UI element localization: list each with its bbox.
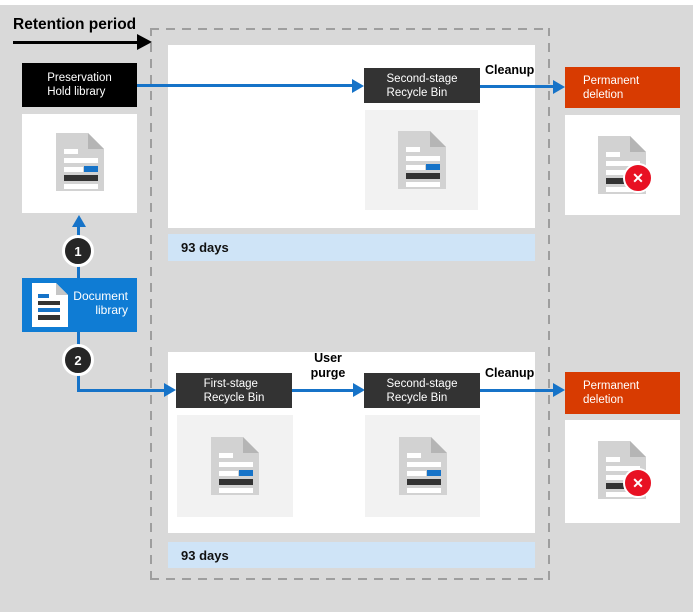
document-icon — [399, 437, 447, 495]
retention-period-arrow — [13, 41, 139, 44]
page-fold-icon — [88, 133, 104, 149]
step-1-badge: 1 — [62, 235, 94, 267]
page-fold-icon — [56, 283, 68, 295]
permanent-deletion-top-line2: deletion — [583, 88, 624, 101]
second-stage-top-line1: Second-stage — [386, 72, 458, 85]
document-icon — [56, 133, 104, 191]
first-stage-line1: First-stage — [203, 377, 258, 390]
document-icon — [398, 131, 446, 189]
deleted-document-card-top: ✕ — [565, 115, 680, 215]
second-stage-document-card-top — [365, 110, 478, 210]
top-margin-strip — [0, 0, 693, 5]
permanent-deletion-bottom-line2: deletion — [583, 394, 624, 406]
document-library-label-line2: library — [95, 303, 128, 317]
cleanup-line-top — [480, 85, 553, 88]
preservation-to-recycle-line — [137, 84, 352, 87]
page-fold-icon — [431, 437, 447, 453]
cleanup-arrow-head-top-icon — [553, 80, 565, 94]
retention-border-right — [548, 28, 550, 580]
second-stage-top-line2: Recycle Bin — [386, 86, 448, 99]
page-fold-icon — [430, 131, 446, 147]
top-duration-bar: 93 days — [168, 234, 535, 261]
preservation-document-card — [22, 114, 137, 213]
delete-x-icon: ✕ — [623, 468, 653, 498]
deleted-document-icon: ✕ — [598, 441, 653, 499]
second-stage-recycle-bin-box-top: Second-stage Recycle Bin — [364, 68, 480, 103]
top-duration-label: 93 days — [181, 240, 229, 255]
cleanup-label-bottom: Cleanup — [485, 366, 535, 380]
upload-arrow-head-icon — [72, 215, 86, 227]
step-2-badge: 2 — [62, 344, 94, 376]
permanent-deletion-box-top: Permanent deletion — [565, 67, 680, 108]
deleted-document-card-bottom: ✕ — [565, 420, 680, 523]
preservation-to-recycle-arrow-head-icon — [352, 79, 364, 93]
second-stage-bottom-line2: Recycle Bin — [386, 391, 448, 404]
bottom-duration-bar: 93 days — [168, 542, 535, 568]
document-library-icon — [32, 283, 68, 327]
retention-border-bottom — [150, 578, 550, 580]
delete-x-icon: ✕ — [623, 163, 653, 193]
retention-border-top — [150, 28, 550, 30]
step-2-number: 2 — [74, 352, 82, 368]
retention-period-label: Retention period — [13, 16, 137, 33]
first-stage-document-card — [177, 415, 293, 517]
user-purge-line2: purge — [310, 366, 346, 380]
page-fold-icon — [243, 437, 259, 453]
permanent-deletion-top-line1: Permanent — [583, 74, 640, 87]
step2-elbow-line — [77, 389, 165, 392]
user-purge-arrow-head-icon — [353, 383, 365, 397]
document-library-box: Document library — [22, 278, 137, 332]
document-library-label-line1: Document — [73, 289, 128, 303]
page-fold-icon — [630, 441, 646, 457]
permanent-deletion-box-bottom: Permanent deletion — [565, 372, 680, 414]
preservation-label-line2: Hold library — [47, 86, 106, 98]
cleanup-arrow-head-bottom-icon — [553, 383, 565, 397]
step2-arrow-head-icon — [164, 383, 176, 397]
permanent-deletion-bottom-line1: Permanent — [583, 380, 640, 392]
second-stage-bottom-line1: Second-stage — [386, 377, 458, 390]
page-fold-icon — [630, 136, 646, 152]
document-icon — [211, 437, 259, 495]
first-stage-recycle-bin-box: First-stage Recycle Bin — [176, 373, 292, 408]
bottom-duration-label: 93 days — [181, 547, 229, 563]
user-purge-line1: User — [314, 351, 342, 365]
first-stage-line2: Recycle Bin — [203, 391, 265, 404]
retention-border-left — [150, 28, 152, 580]
cleanup-line-bottom — [480, 389, 553, 392]
user-purge-line — [292, 389, 353, 392]
step-1-number: 1 — [74, 243, 82, 259]
retention-arrow-head-icon — [137, 34, 152, 50]
user-purge-label: User purge — [303, 351, 353, 381]
second-stage-document-card-bottom — [365, 415, 480, 517]
deleted-document-icon: ✕ — [598, 136, 653, 194]
preservation-label-line1: Preservation — [47, 72, 112, 84]
second-stage-recycle-bin-box-bottom: Second-stage Recycle Bin — [364, 373, 480, 408]
preservation-hold-library-box: Preservation Hold library — [22, 63, 137, 107]
cleanup-label-top: Cleanup — [485, 63, 535, 77]
